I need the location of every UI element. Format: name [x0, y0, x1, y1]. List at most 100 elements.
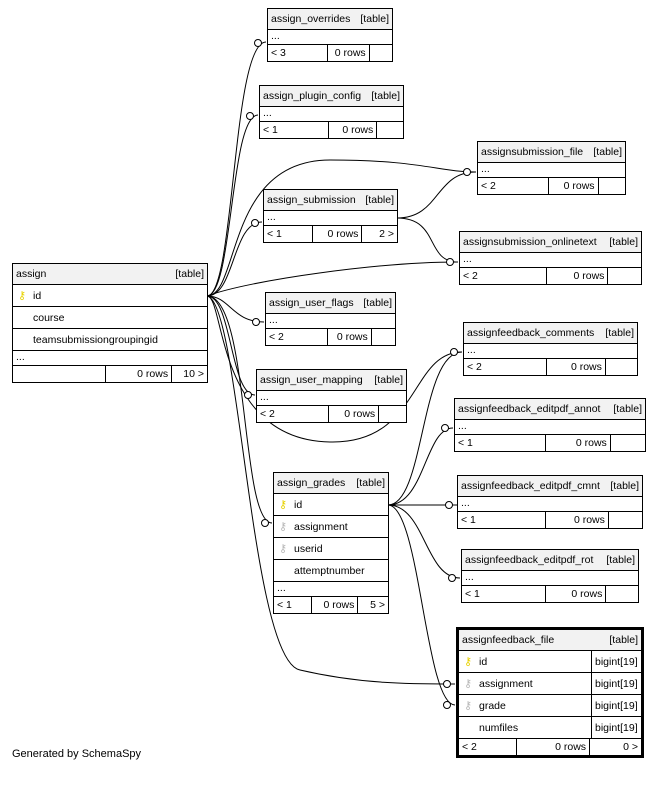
table-assignsubmission-file[interactable]: assignsubmission_file [table] ... < 2 0 … — [477, 141, 626, 195]
table-assign-user-flags[interactable]: assign_user_flags [table] ... < 2 0 rows — [265, 292, 396, 346]
column-name: grade — [479, 699, 506, 712]
table-footer: < 1 0 rows 5 > — [274, 597, 388, 613]
table-assignfeedback-editpdf-annot[interactable]: assignfeedback_editpdf_annot [table] ...… — [454, 398, 646, 452]
edge-assign-onlinetext — [206, 261, 459, 297]
table-kind: [table] — [356, 477, 385, 489]
row-count: 0 rows — [547, 359, 606, 375]
table-name: assignsubmission_onlinetext — [463, 236, 597, 248]
column-row[interactable]: ⚷ id — [274, 494, 388, 516]
crowfoot-marker — [244, 391, 252, 399]
column-type: bigint[19] — [591, 673, 641, 694]
table-assign-submission[interactable]: assign_submission [table] ... < 1 0 rows… — [263, 189, 398, 243]
table-footer: < 3 0 rows — [268, 45, 392, 61]
column-row[interactable]: attemptnumber — [274, 560, 388, 582]
edge-submission-onlinetext — [396, 217, 459, 263]
foreign-key-icon: ⚷ — [463, 678, 473, 690]
table-name: assign_user_mapping — [260, 374, 363, 386]
parents-count[interactable]: < 2 — [478, 178, 549, 194]
table-name: assignsubmission_file — [481, 146, 584, 158]
more-columns: ... — [274, 582, 388, 597]
parents-count[interactable]: < 2 — [460, 268, 547, 284]
edge-assign-user-flags — [206, 295, 265, 323]
children-count — [608, 268, 641, 284]
edge-assign-user-mapping — [206, 295, 256, 396]
children-count — [606, 586, 638, 602]
table-footer: < 1 0 rows — [455, 435, 645, 451]
table-kind: [table] — [363, 297, 392, 309]
column-row[interactable]: ⚷ grade bigint[19] — [459, 695, 641, 717]
table-footer: < 1 0 rows 2 > — [264, 226, 397, 242]
table-assign-overrides[interactable]: assign_overrides [table] ... < 3 0 rows — [267, 8, 393, 62]
parents-count[interactable]: < 1 — [260, 122, 329, 138]
table-kind: [table] — [605, 327, 634, 339]
edge-submission-file — [396, 171, 477, 219]
table-name: assignfeedback_editpdf_cmnt — [461, 480, 600, 492]
row-count: 0 rows — [313, 226, 363, 242]
column-row[interactable]: numfiles bigint[19] — [459, 717, 641, 739]
more-columns: ... — [455, 420, 645, 435]
table-footer: < 1 0 rows — [458, 512, 642, 528]
table-assignfeedback-file[interactable]: assignfeedback_file [table] ⚷ id bigint[… — [456, 627, 644, 758]
row-count: 0 rows — [546, 512, 609, 528]
parents-count[interactable]: < 1 — [274, 597, 312, 613]
table-footer: < 2 0 rows — [460, 268, 641, 284]
parents-count[interactable]: < 2 — [464, 359, 548, 375]
table-footer: < 2 0 rows — [478, 178, 625, 194]
table-kind: [table] — [609, 236, 638, 248]
column-row[interactable]: teamsubmissiongroupingid — [13, 329, 207, 351]
parents-count[interactable]: < 2 — [459, 739, 518, 755]
table-assign-user-mapping[interactable]: assign_user_mapping [table] ... < 2 0 ro… — [256, 369, 407, 423]
parents-count[interactable]: < 1 — [264, 226, 314, 242]
column-row[interactable]: ⚷ userid — [274, 538, 388, 560]
children-count — [377, 122, 403, 138]
column-row[interactable]: ⚷ assignment bigint[19] — [459, 673, 641, 695]
crowfoot-marker — [441, 424, 449, 432]
parents-count[interactable]: < 3 — [268, 45, 328, 61]
generated-by-footer: Generated by SchemaSpy — [12, 748, 142, 760]
row-count: 0 rows — [329, 406, 380, 422]
column-name: id — [33, 289, 42, 302]
row-count: 0 rows — [329, 122, 378, 138]
column-row[interactable]: ⚷ id bigint[19] — [459, 651, 641, 673]
table-kind: [table] — [613, 403, 642, 415]
table-kind: [table] — [360, 13, 389, 25]
children-count[interactable]: 2 > — [379, 228, 394, 240]
children-count[interactable]: 5 > — [370, 599, 385, 611]
more-columns: ... — [268, 30, 392, 45]
table-assignfeedback-comments[interactable]: assignfeedback_comments [table] ... < 2 … — [463, 322, 638, 376]
crowfoot-marker — [254, 39, 262, 47]
children-count[interactable]: 0 > — [623, 741, 638, 753]
parents-count[interactable] — [13, 366, 107, 382]
table-assign-grades[interactable]: assign_grades [table] ⚷ id ⚷ assignment … — [273, 472, 389, 614]
table-name: assign_overrides — [271, 13, 351, 25]
table-name: assign_grades — [277, 477, 346, 489]
row-count: 0 rows — [517, 739, 591, 755]
parents-count[interactable]: < 2 — [266, 329, 328, 345]
table-name: assignfeedback_file — [462, 634, 555, 646]
table-assignfeedback-editpdf-cmnt[interactable]: assignfeedback_editpdf_cmnt [table] ... … — [457, 475, 643, 529]
parents-count[interactable]: < 1 — [455, 435, 547, 451]
parents-count[interactable]: < 1 — [462, 586, 547, 602]
parents-count[interactable]: < 2 — [257, 406, 329, 422]
column-row[interactable]: ⚷ assignment — [274, 516, 388, 538]
parents-count[interactable]: < 1 — [458, 512, 547, 528]
table-kind: [table] — [365, 194, 394, 206]
foreign-key-icon: ⚷ — [463, 700, 473, 712]
crowfoot-marker — [252, 318, 260, 326]
table-assign[interactable]: assign [table] ⚷ id course teamsubmissio… — [12, 263, 208, 383]
column-row[interactable]: ⚷ id — [13, 285, 207, 307]
crowfoot-marker — [261, 519, 269, 527]
children-count[interactable]: 10 > — [183, 368, 204, 380]
table-assign-plugin-config[interactable]: assign_plugin_config [table] ... < 1 0 r… — [259, 85, 404, 139]
column-row[interactable]: course — [13, 307, 207, 329]
table-assignfeedback-editpdf-rot[interactable]: assignfeedback_editpdf_rot [table] ... <… — [461, 549, 639, 603]
table-assignsubmission-onlinetext[interactable]: assignsubmission_onlinetext [table] ... … — [459, 231, 642, 285]
more-columns: ... — [464, 344, 637, 359]
table-footer: < 2 0 rows 0 > — [459, 739, 641, 755]
table-kind: [table] — [175, 268, 204, 280]
crowfoot-marker — [251, 219, 259, 227]
table-name: assignfeedback_comments — [467, 327, 595, 339]
table-name: assign_plugin_config — [263, 90, 362, 102]
crowfoot-marker — [445, 501, 453, 509]
table-name: assign_submission — [267, 194, 356, 206]
